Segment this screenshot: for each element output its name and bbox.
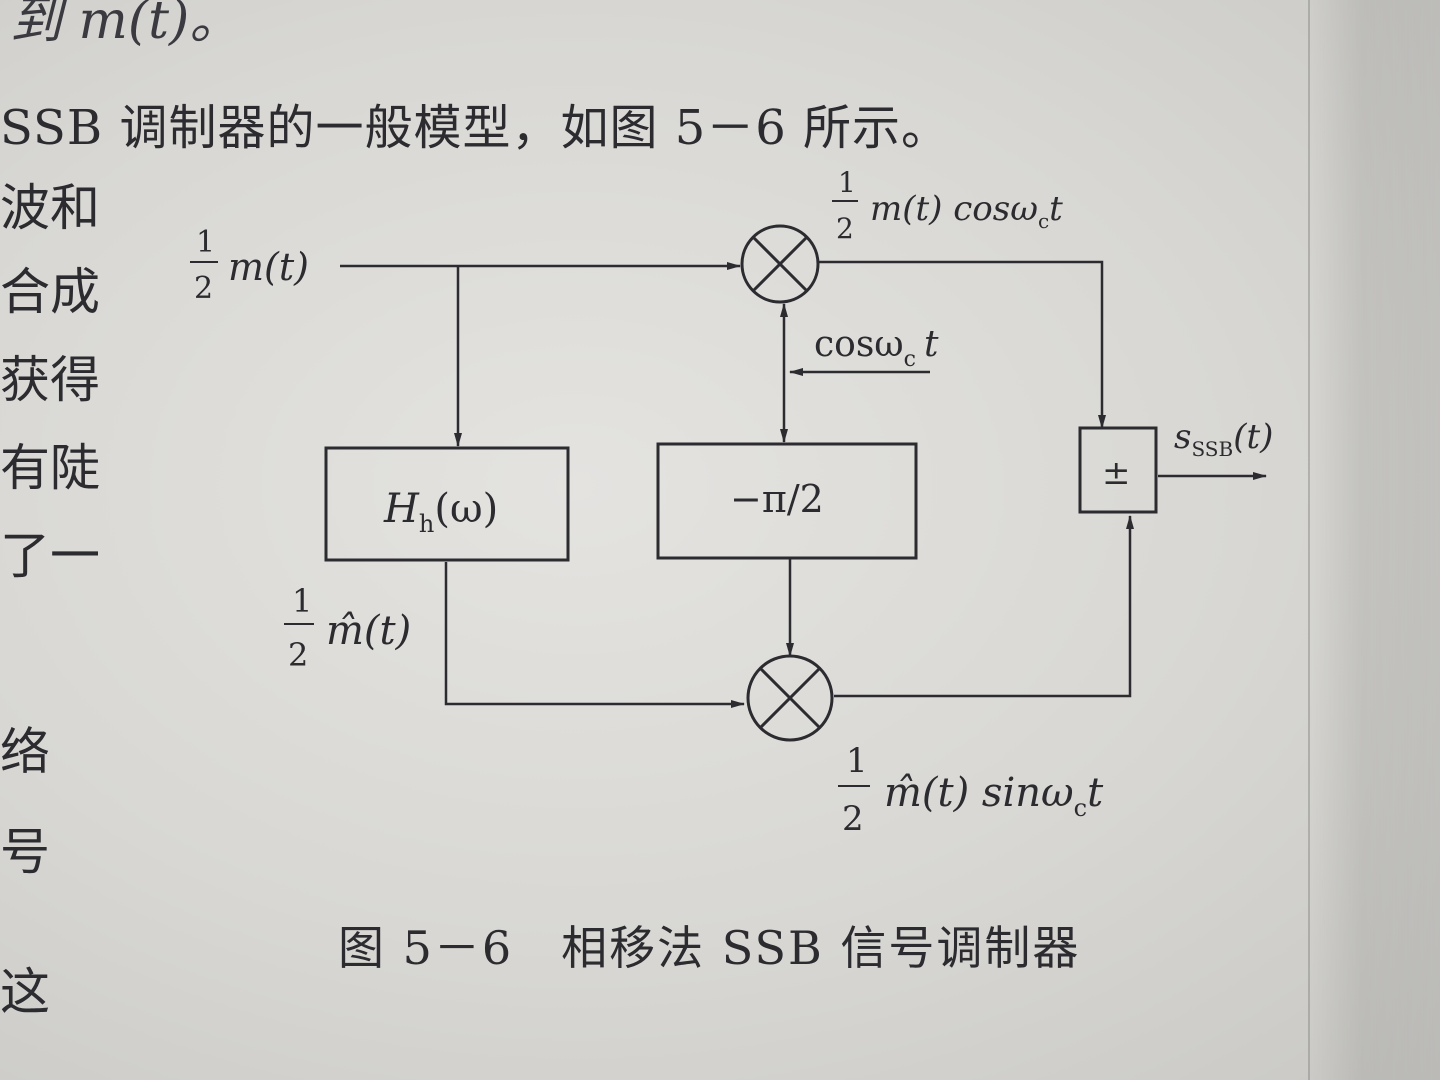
hilbert-block-label: Hh(ω) — [383, 486, 498, 538]
top-path-to-summer — [818, 260, 1106, 429]
svg-text:m̂(t) sinωct: m̂(t) sinωct — [884, 770, 1104, 822]
svg-text:2: 2 — [836, 212, 854, 245]
svg-text:1: 1 — [838, 166, 856, 199]
bottom-path-to-summer — [834, 515, 1134, 698]
svg-text:2: 2 — [194, 271, 213, 306]
bottom-multiplier-icon — [746, 654, 834, 742]
hilbert-filter-block — [324, 446, 570, 562]
figure-caption: 图 5－6 相移法 SSB 信号调制器 — [338, 921, 1081, 975]
svg-text:m(t): m(t) — [228, 245, 309, 289]
svg-text:2: 2 — [842, 799, 864, 839]
phase-shifter-block — [656, 442, 918, 560]
margin-text-1: 波和 — [0, 179, 100, 237]
margin-text-6: 络 — [0, 723, 50, 781]
intro-sentence: SSB 调制器的一般模型，如图 5－6 所示。 — [0, 100, 951, 156]
top-multiplier-icon — [740, 224, 820, 304]
margin-text-8: 这 — [0, 963, 50, 1021]
bottom-mixer-output-label: 1 2 m̂(t) sinωct — [838, 741, 1104, 839]
top-text-fragment: 到 m(t)。 — [10, 0, 242, 51]
svg-text:1: 1 — [196, 225, 215, 260]
input-label: 1 2 m(t) — [190, 225, 309, 306]
summer-block — [1078, 426, 1158, 514]
svg-text:m̂(t): m̂(t) — [326, 608, 411, 654]
hilbert-output-label: 1 2 m̂(t) — [284, 582, 411, 674]
summer-label: ± — [1102, 453, 1131, 493]
top-mixer-output-label: 1 2 m(t) cosωct — [832, 166, 1063, 245]
svg-text:m(t) cosωct: m(t) cosωct — [870, 189, 1063, 233]
svg-text:1: 1 — [846, 741, 868, 781]
svg-text:1: 1 — [292, 582, 312, 620]
margin-text-2: 合成 — [0, 263, 100, 321]
margin-text-5: 了一 — [0, 527, 100, 585]
svg-text:2: 2 — [288, 636, 308, 674]
margin-text-3: 获得 — [0, 351, 100, 409]
margin-text-7: 号 — [0, 823, 50, 881]
page-edge-shadow — [1308, 0, 1440, 1080]
hilbert-to-bottom-mixer — [444, 562, 745, 708]
margin-text-4: 有陡 — [0, 439, 100, 497]
phase-shifter-label: −π/2 — [730, 477, 824, 521]
ssb-output-label: sSSB(t) — [1174, 417, 1273, 461]
